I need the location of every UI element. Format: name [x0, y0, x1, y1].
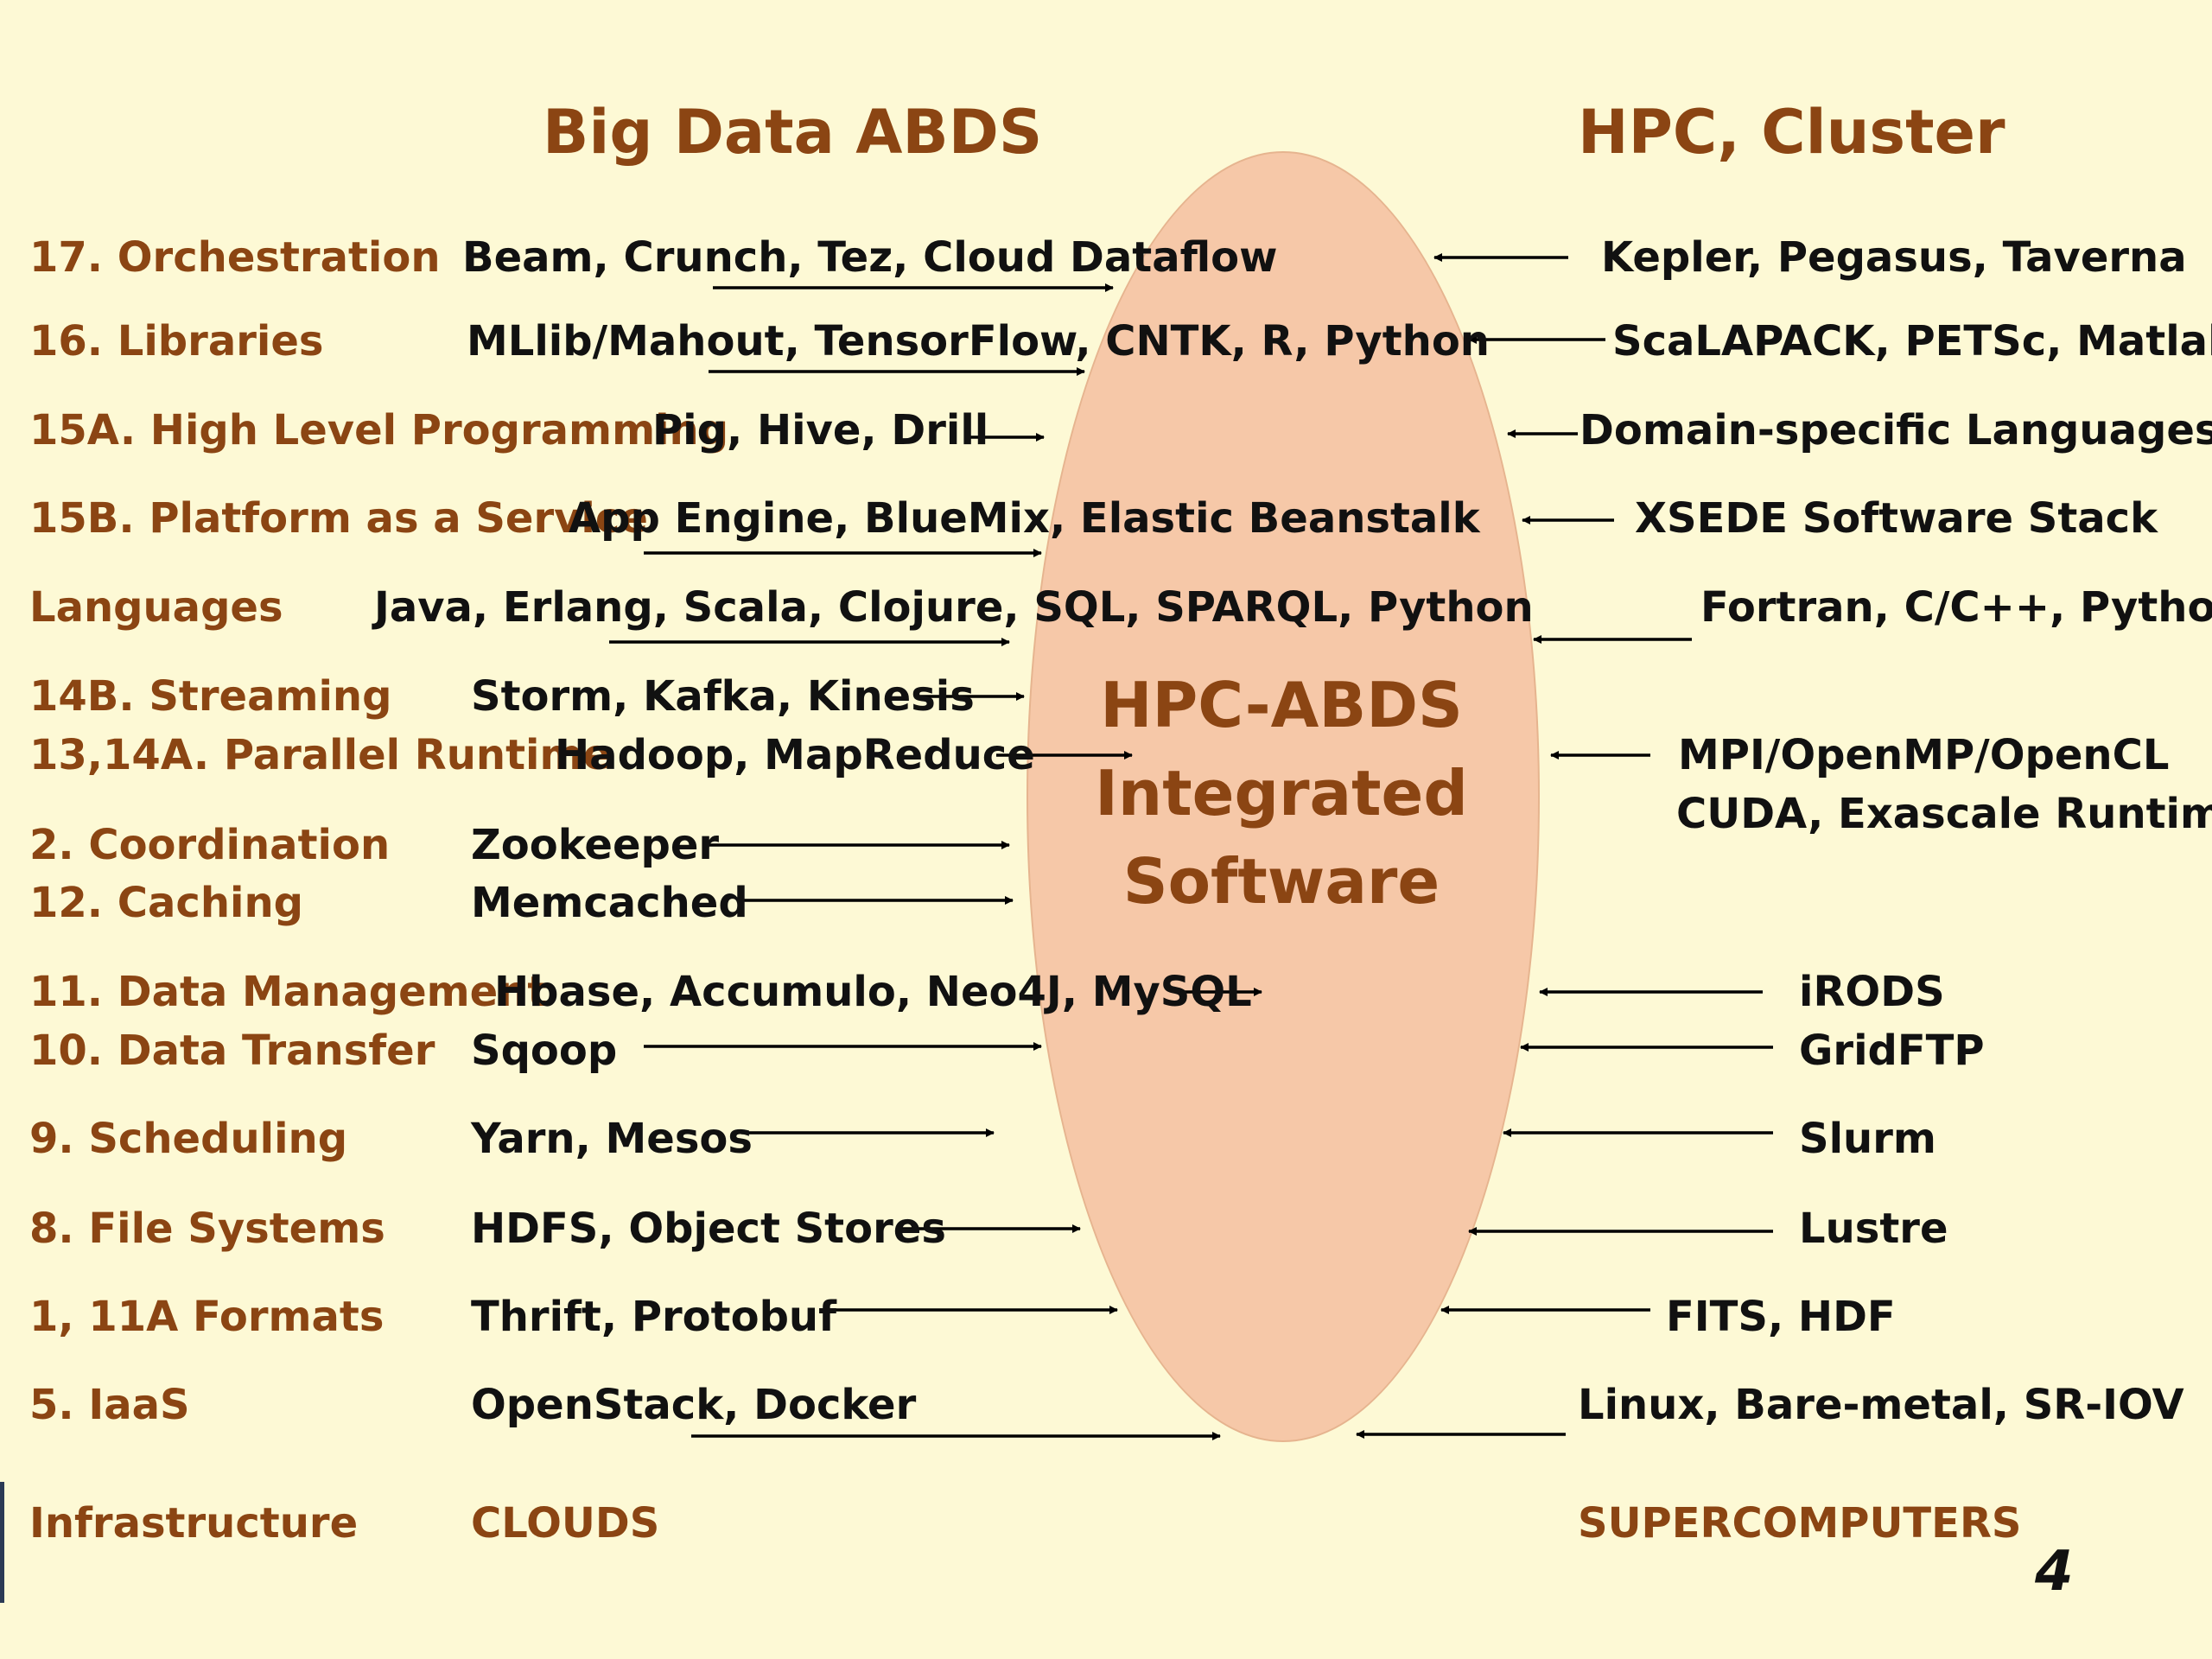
abds-tools: HDFS, Object Stores — [471, 1205, 946, 1253]
category-label: 12. Caching — [29, 879, 303, 927]
category-label: Languages — [29, 583, 283, 632]
slide-edge-bar — [0, 1482, 4, 1603]
center-label-line: HPC-ABDS — [1100, 669, 1463, 741]
abds-tools: Hbase, Accumulo, Neo4J, MySQL — [494, 968, 1252, 1016]
category-label: 17. Orchestration — [29, 233, 441, 282]
abds-tools: Beam, Crunch, Tez, Cloud Dataflow — [462, 233, 1278, 282]
abds-tools: Zookeeper — [471, 821, 720, 869]
hpc-tools: Kepler, Pegasus, Taverna — [1601, 233, 2187, 282]
stack-row: 9. Scheduling Yarn, Mesos Slurm — [0, 1113, 2212, 1165]
abds-tools: Storm, Kafka, Kinesis — [471, 672, 975, 721]
abds-tools: Thrift, Protobuf — [471, 1293, 836, 1341]
center-label-line: Software — [1122, 845, 1440, 918]
hpc-tools: Fortran, C/C++, Python — [1700, 583, 2212, 632]
abds-tools: Sqoop — [471, 1027, 618, 1075]
hpc-tools: Slurm — [1799, 1115, 1936, 1163]
abds-tools: OpenStack, Docker — [471, 1381, 917, 1429]
hpc-tools: MPI/OpenMP/OpenCL — [1678, 731, 2170, 779]
stack-row: 5. IaaS OpenStack, Docker Linux, Bare-me… — [0, 1379, 2212, 1431]
category-label: 15B. Platform as a Service — [29, 494, 648, 543]
integration-ellipse — [1027, 151, 1540, 1442]
category-label: 11. Data Management — [29, 968, 548, 1016]
category-label: 16. Libraries — [29, 317, 324, 365]
hpc-tools: GridFTP — [1799, 1027, 1985, 1075]
stack-row: 8. File Systems HDFS, Object Stores Lust… — [0, 1203, 2212, 1255]
center-label-line: Integrated — [1095, 757, 1468, 830]
stack-row: 15A. High Level Programming Pig, Hive, D… — [0, 404, 2212, 456]
stack-row: 17. Orchestration Beam, Crunch, Tez, Clo… — [0, 232, 2212, 283]
abds-tools: Pig, Hive, Drill — [652, 406, 989, 454]
abds-tools: Yarn, Mesos — [471, 1115, 753, 1163]
abds-tools: App Engine, BlueMix, Elastic Beanstalk — [569, 494, 1480, 543]
stack-row: CUDA, Exascale Runtime — [0, 788, 2212, 840]
category-label: 8. File Systems — [29, 1205, 385, 1253]
hpc-tools: ScaLAPACK, PETSc, Matlab — [1612, 317, 2212, 365]
stack-row: 14B. Streaming Storm, Kafka, Kinesis — [0, 671, 2212, 722]
stack-row: 1, 11A Formats Thrift, Protobuf FITS, HD… — [0, 1291, 2212, 1343]
title-right: HPC, Cluster — [1578, 97, 2005, 168]
stack-row: 15B. Platform as a Service App Engine, B… — [0, 493, 2212, 544]
abds-tools: MLlib/Mahout, TensorFlow, CNTK, R, Pytho… — [467, 317, 1490, 365]
hpc-tools: Linux, Bare-metal, SR-IOV — [1578, 1381, 2184, 1429]
category-label: 9. Scheduling — [29, 1115, 348, 1163]
clouds-label: CLOUDS — [471, 1499, 660, 1548]
category-label: 1, 11A Formats — [29, 1293, 385, 1341]
category-label: 13,14A. Parallel Runtime — [29, 731, 612, 779]
category-label: 15A. High Level Programming — [29, 406, 729, 454]
hpc-tools: iRODS — [1799, 968, 1945, 1016]
abds-tools: Memcached — [471, 879, 748, 927]
stack-row: 13,14A. Parallel Runtime Hadoop, MapRedu… — [0, 729, 2212, 781]
supercomputers-label: SUPERCOMPUTERS — [1578, 1499, 2022, 1548]
stack-row: 11. Data Management Hbase, Accumulo, Neo… — [0, 966, 2212, 1018]
hpc-tools: CUDA, Exascale Runtime — [1676, 790, 2212, 838]
category-label: 2. Coordination — [29, 821, 391, 869]
abds-tools: Java, Erlang, Scala, Clojure, SQL, SPARQ… — [374, 583, 1534, 632]
category-label: 5. IaaS — [29, 1381, 190, 1429]
hpc-tools: Domain-specific Languages — [1580, 406, 2212, 454]
hpc-tools: XSEDE Software Stack — [1635, 494, 2158, 543]
category-label: 10. Data Transfer — [29, 1027, 435, 1075]
stack-row: 12. Caching Memcached — [0, 877, 2212, 929]
center-label: HPC-ABDS Integrated Software — [1027, 661, 1536, 925]
title-left: Big Data ABDS — [543, 97, 1043, 168]
hpc-tools: FITS, HDF — [1666, 1293, 1896, 1341]
stack-row: 16. Libraries MLlib/Mahout, TensorFlow, … — [0, 315, 2212, 367]
stack-row: 10. Data Transfer Sqoop GridFTP — [0, 1025, 2212, 1077]
abds-tools: Hadoop, MapReduce — [555, 731, 1035, 779]
stack-row: 2. Coordination Zookeeper — [0, 819, 2212, 871]
category-label: 14B. Streaming — [29, 672, 392, 721]
page-number: 4 — [2035, 1540, 2074, 1604]
stack-row: Languages Java, Erlang, Scala, Clojure, … — [0, 582, 2212, 633]
hpc-tools: Lustre — [1799, 1205, 1948, 1253]
infrastructure-row: Infrastructure CLOUDS SUPERCOMPUTERS — [0, 1497, 2212, 1549]
infrastructure-label: Infrastructure — [29, 1499, 359, 1548]
